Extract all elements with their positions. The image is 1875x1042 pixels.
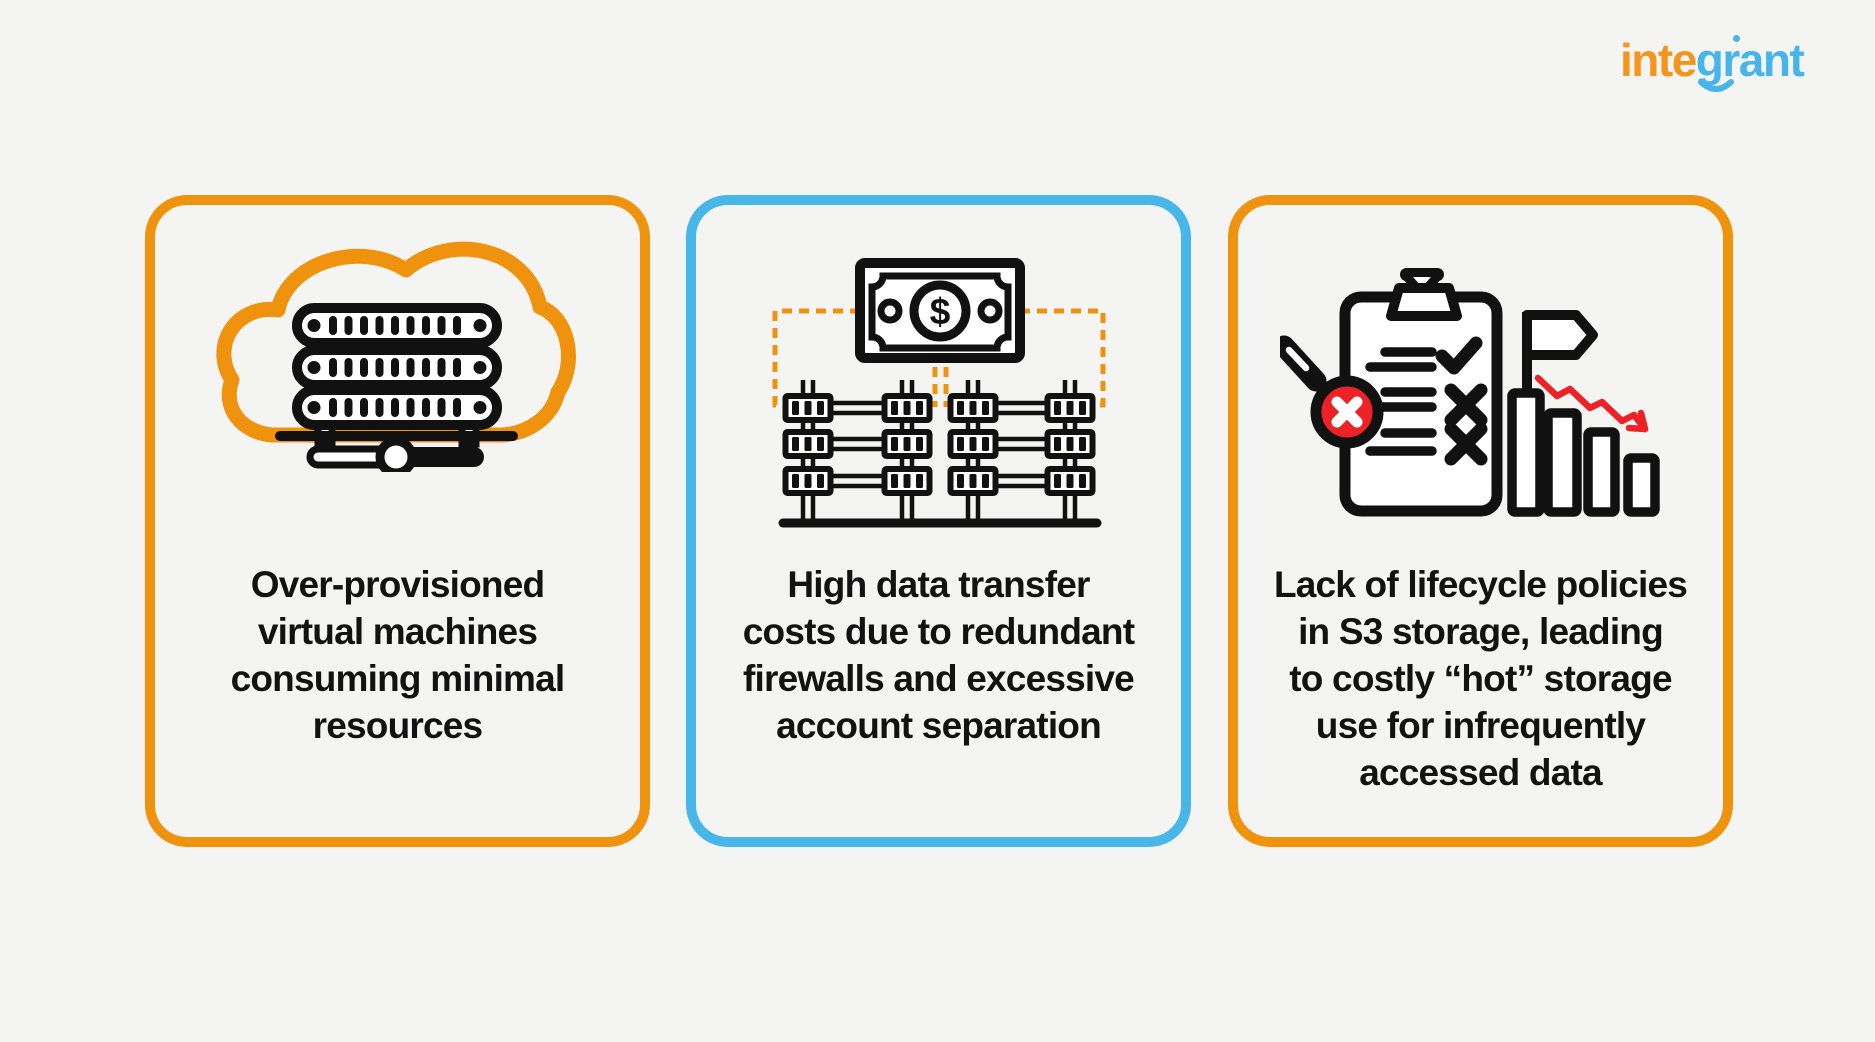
card-text: Lack of lifecycle policies in S3 storage… [1273, 564, 1688, 793]
card-lifecycle-policies: Lack of lifecycle policies in S3 storage… [1228, 195, 1733, 847]
card-over-provisioned-vms: Over-provisioned virtual machines consum… [145, 195, 650, 847]
logo-smile-icon [1698, 79, 1734, 92]
card-text: Over-provisioned virtual machines consum… [230, 564, 566, 746]
server-stack [292, 303, 502, 430]
audit-decline-icon [1280, 268, 1660, 517]
x-marks [1444, 383, 1488, 466]
flag [1522, 310, 1598, 393]
cloud-servers-icon [216, 241, 576, 472]
logo-text-blue: grant [1695, 34, 1805, 86]
declining-bars [1507, 388, 1660, 517]
logo-text-orange: inte [1620, 34, 1697, 86]
banknote: $ [855, 258, 1025, 363]
decline-arrow [1534, 374, 1649, 433]
svg-text:$: $ [930, 291, 951, 332]
integrant-logo: integrant [1620, 30, 1860, 110]
logo-dot-icon [1733, 35, 1740, 42]
card-data-transfer-costs: $ High data transfer costs due to redund… [686, 195, 1191, 847]
cloud-outline [216, 241, 576, 443]
resource-slider [306, 436, 484, 472]
card-text: High data transfer costs due to redundan… [742, 564, 1135, 746]
dashed-connectors [772, 308, 1106, 408]
magnifier-error [1280, 335, 1384, 449]
clipboard-clip [1386, 268, 1462, 321]
money-firewalls-icon: $ [772, 258, 1106, 528]
check-mark [1435, 336, 1483, 375]
firewall-boxes [782, 393, 1096, 496]
